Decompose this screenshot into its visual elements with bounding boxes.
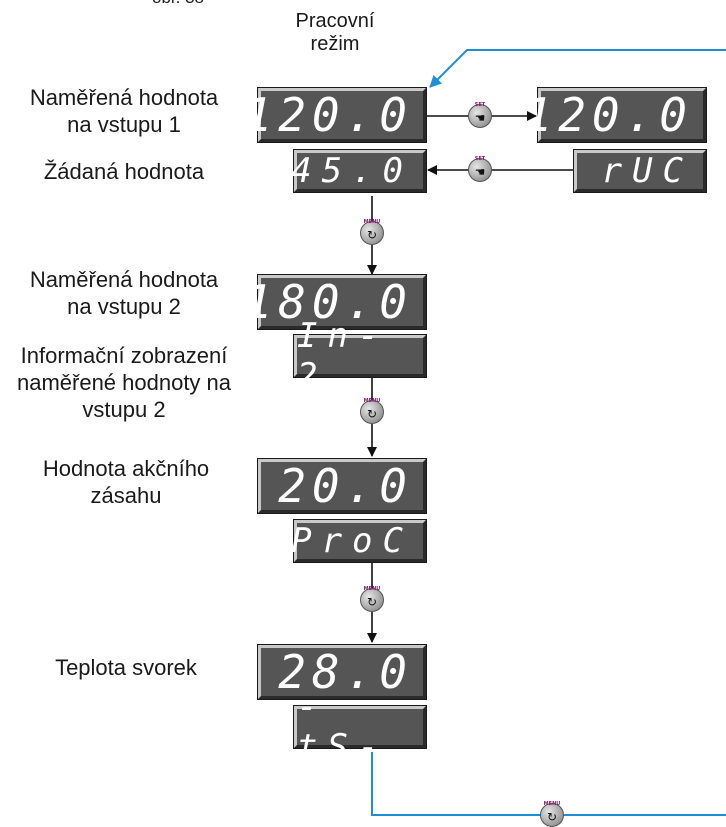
display-setpoint: 145.0 (261, 150, 426, 192)
display-ts: -tS- (294, 687, 426, 767)
menu-button-1[interactable]: MENU ↻ (360, 219, 384, 245)
set-button-back[interactable]: SET ☚ (468, 156, 492, 182)
return-loop-line (371, 752, 726, 816)
display-terminal-temp: 28.0 (258, 645, 426, 699)
display-in-2: In-2 (294, 316, 426, 396)
return-entry-line (429, 49, 726, 88)
figure-number: obr. 38 (152, 0, 204, 8)
display-action-value: 20.0 (258, 459, 426, 513)
display-measured-2: 180.0 (245, 275, 426, 329)
hand-icon: ☚ (474, 165, 486, 179)
menu-button-return[interactable]: MENU ↻ (540, 801, 564, 827)
hand-icon: ☚ (474, 111, 486, 125)
display-measured-1: 120.0 (245, 88, 426, 142)
mode-title: Pracovní režim (295, 10, 375, 55)
label-terminal: Teplota svorek (55, 655, 197, 680)
cycle-icon: ↻ (546, 810, 558, 824)
label-setpoint: Žádaná hodnota (43, 159, 205, 184)
display-proc: ProC (291, 520, 426, 562)
menu-button-3[interactable]: MENU ↻ (360, 586, 384, 612)
display-measured-1-right: 120.0 (525, 88, 706, 142)
cycle-icon: ↻ (366, 228, 378, 242)
cycle-icon: ↻ (366, 595, 378, 609)
cycle-icon: ↻ (366, 407, 378, 421)
set-button-forward[interactable]: SET ☚ (468, 102, 492, 128)
menu-button-2[interactable]: MENU ↻ (360, 398, 384, 424)
display-ruc: rUC (574, 150, 706, 192)
